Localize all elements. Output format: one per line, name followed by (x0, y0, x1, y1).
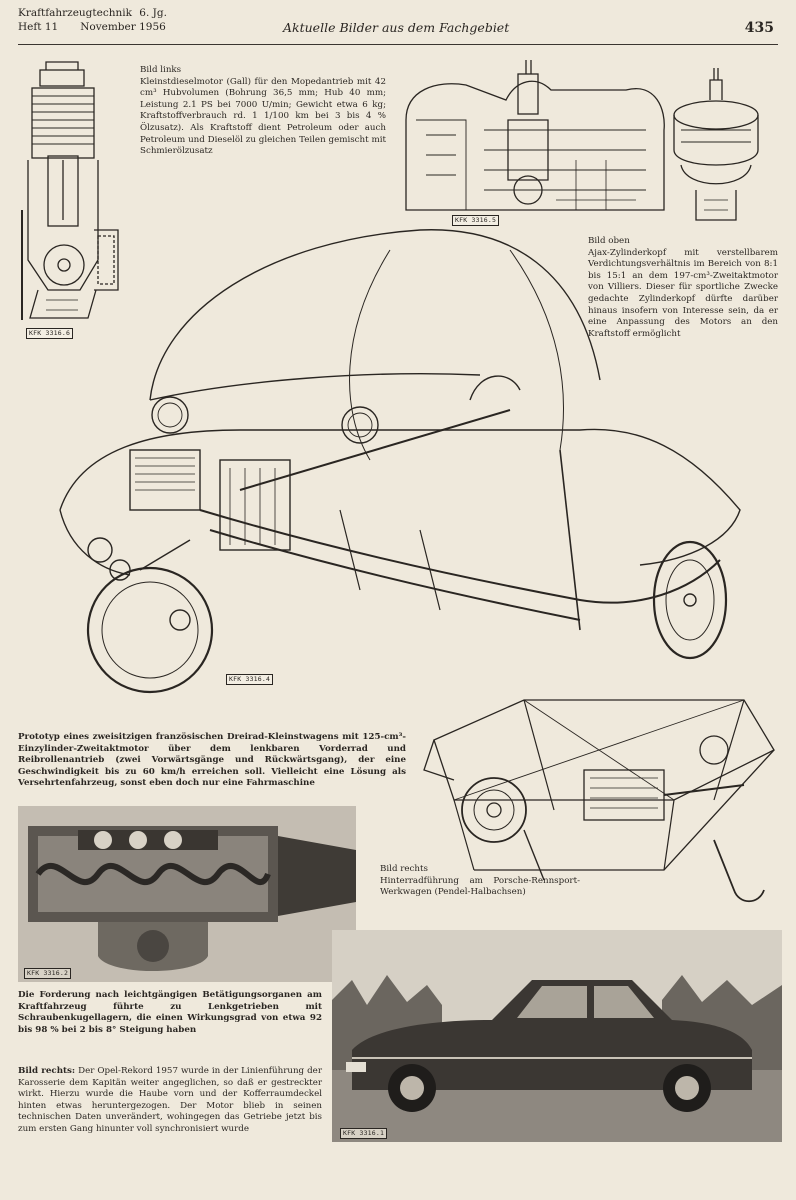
journal-name: Kraftfahrzeugtechnik (18, 7, 132, 19)
caption-porsche: Bild rechts Hinterradführung am Porsche-… (380, 864, 580, 899)
ajax-cylinder-head-drawing: KFK 3316.5 (396, 60, 786, 232)
porsche-rear-suspension-drawing (414, 690, 786, 915)
caption-ajax-label: Bild oben (588, 236, 630, 246)
caption-porsche-text: Hinterradführung am Porsche-Rennsport-We… (380, 875, 580, 898)
figure-tag-ajax: KFK 3316.5 (452, 215, 500, 226)
caption-tricycle: Prototyp eines zweisitzigen französische… (18, 732, 406, 790)
caption-tricycle-text: Prototyp eines zweisitzigen französische… (18, 732, 406, 789)
caption-engine: Bild links Kleinstdieselmotor (Gall) für… (140, 65, 386, 158)
caption-ajax: Bild oben Ajax-Zylinderkopf mit verstell… (588, 236, 778, 340)
caption-steering-text: Die Forderung nach leichtgängigen Betäti… (18, 990, 322, 1035)
steering-gear-photo: KFK 3316.2 (18, 806, 356, 982)
volume: 6. Jg. (139, 7, 167, 19)
caption-engine-label: Bild links (140, 65, 182, 75)
caption-porsche-label: Bild rechts (380, 864, 428, 874)
caption-engine-text: Kleinstdieselmotor (Gall) für den Mopeda… (140, 76, 386, 157)
section-title: Aktuelle Bilder aus dem Fachgebiet (283, 20, 510, 35)
caption-opel-text: Der Opel-Rekord 1957 wurde in der Linien… (18, 1066, 322, 1134)
issue-date: November 1956 (80, 21, 166, 33)
header-imprint: Kraftfahrzeugtechnik 6. Jg. Heft 11 Novem… (18, 6, 167, 34)
figure-tag-tricycle: KFK 3316.4 (226, 674, 274, 685)
page-number: 435 (744, 20, 774, 36)
figure-tag-opel: KFK 3316.1 (340, 1128, 388, 1139)
figure-tag-steering: KFK 3316.2 (24, 968, 72, 979)
page-header: Kraftfahrzeugtechnik 6. Jg. Heft 11 Novem… (18, 4, 778, 48)
engine-cutaway-drawing: KFK 3316.6 (18, 60, 128, 350)
issue: Heft 11 (18, 21, 59, 33)
figure-tag-engine: KFK 3316.6 (26, 328, 74, 339)
caption-ajax-text: Ajax-Zylinderkopf mit verstellbarem Verd… (588, 247, 778, 339)
header-rule (18, 44, 778, 45)
caption-steering: Die Forderung nach leichtgängigen Betäti… (18, 990, 322, 1036)
caption-opel: Bild rechts: Der Opel-Rekord 1957 wurde … (18, 1066, 322, 1136)
caption-opel-label: Bild rechts: (18, 1066, 76, 1076)
tricycle-microcar-drawing: KFK 3316.4 (40, 210, 760, 700)
opel-rekord-photo: KFK 3316.1 (332, 930, 782, 1142)
